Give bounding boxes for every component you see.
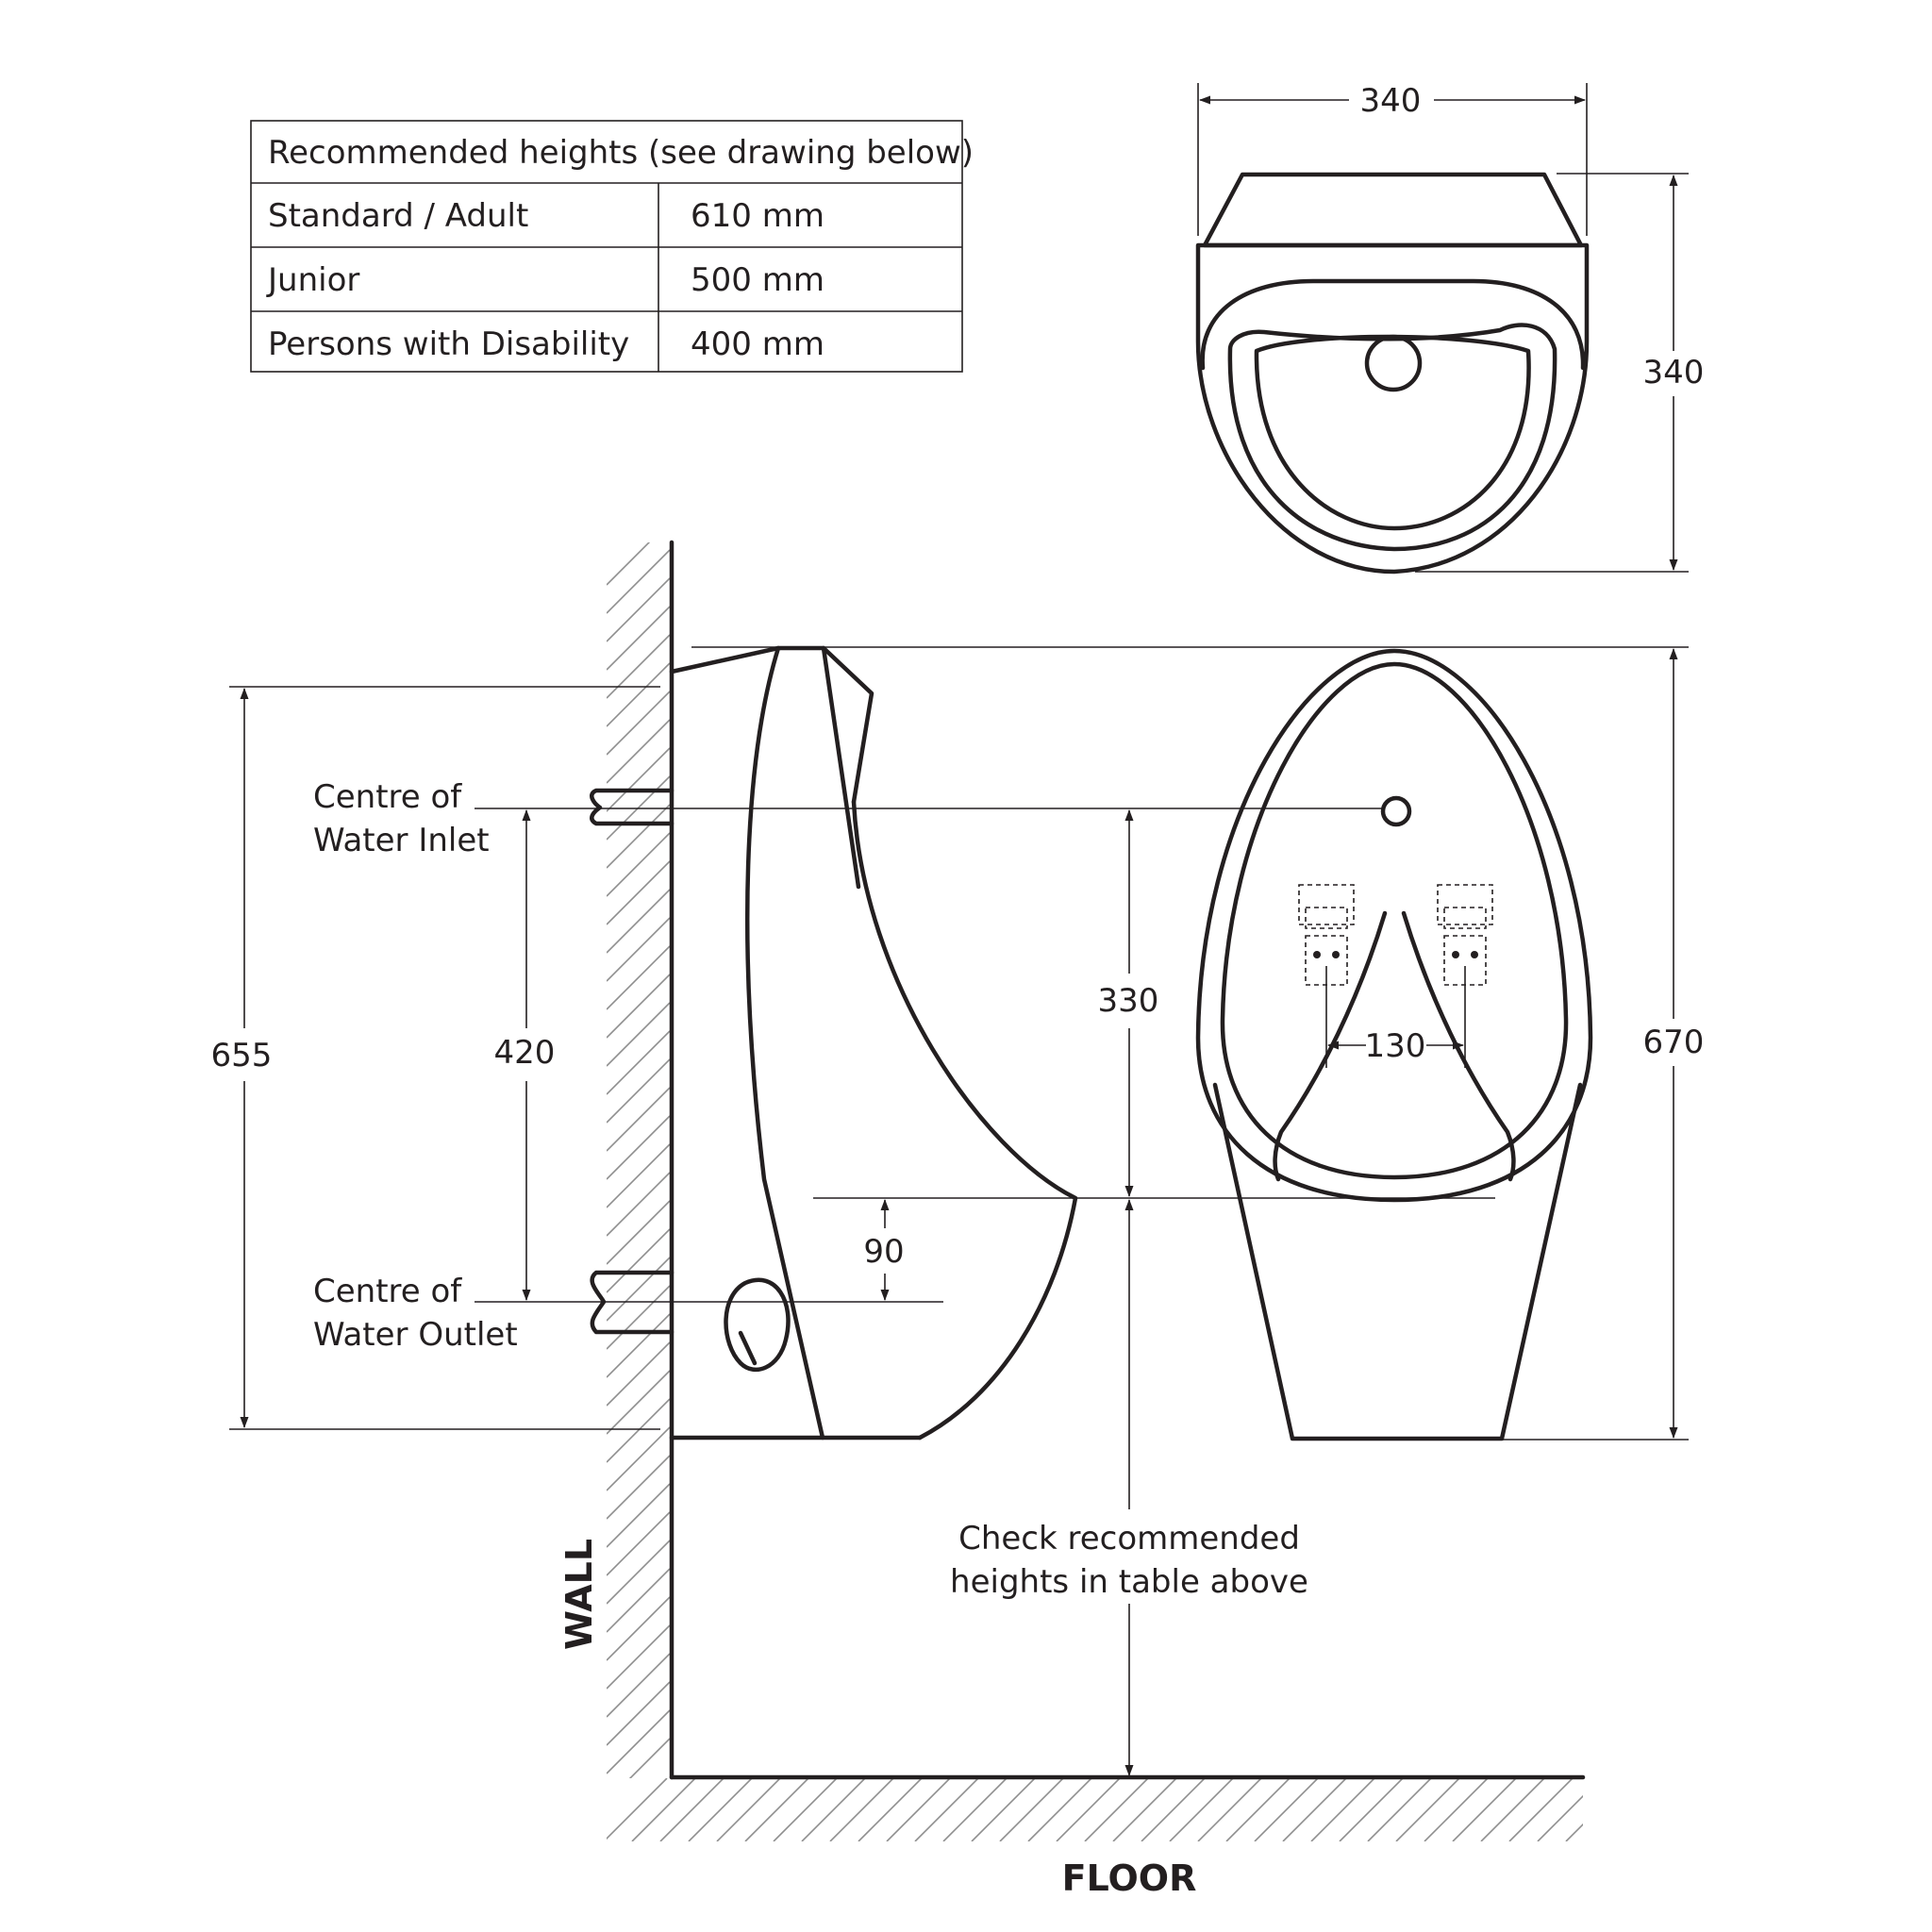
wall-hatching — [607, 542, 670, 1778]
dim-sensor-spacing: 130 — [1365, 1027, 1426, 1065]
table-row-value: 400 mm — [691, 325, 824, 363]
height-note: heights in table above — [950, 1563, 1308, 1601]
table-header: Recommended heights (see drawing below) — [268, 134, 974, 172]
table-row-label: Standard / Adult — [268, 197, 528, 235]
floor-hatching — [607, 1778, 1583, 1841]
dimension-lines — [229, 83, 1689, 1776]
urinal-front-view — [1195, 648, 1593, 1441]
dim-inlet-to-lip: 330 — [1098, 982, 1159, 1020]
dim-front-height: 670 — [1643, 1024, 1705, 1061]
dim-top-width: 340 — [1360, 82, 1422, 120]
dim-overall-height: 655 — [211, 1037, 273, 1074]
dim-top-depth: 340 — [1643, 354, 1705, 391]
water-inlet-label: Water Inlet — [313, 822, 490, 859]
table-row-label: Persons with Disability — [268, 325, 629, 363]
urinal-top-view — [1195, 172, 1590, 575]
water-outlet-label: Water Outlet — [313, 1316, 518, 1354]
wall-label: WALL — [558, 1539, 600, 1650]
water-inlet-label: Centre of — [313, 778, 462, 816]
floor-label: FLOOR — [1062, 1857, 1197, 1899]
table-row-value: 500 mm — [691, 261, 824, 299]
height-note: Check recommended — [958, 1520, 1300, 1557]
dim-inlet-outlet-spacing: 420 — [494, 1034, 556, 1072]
urinal-side-view — [590, 645, 1078, 1441]
water-outlet-label: Centre of — [313, 1273, 462, 1310]
table-row-label: Junior — [266, 261, 359, 299]
recommended-heights-table: Recommended heights (see drawing below) … — [250, 120, 974, 373]
dim-lip-to-outlet: 90 — [863, 1233, 904, 1271]
table-row-value: 610 mm — [691, 197, 824, 235]
